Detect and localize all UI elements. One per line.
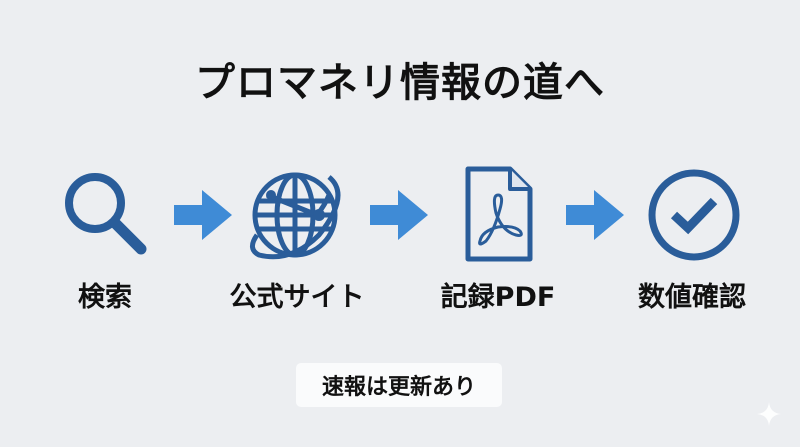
- step-label: 公式サイト: [229, 282, 365, 313]
- step-label: 記録PDF: [440, 282, 556, 313]
- step-search: 検索: [25, 165, 185, 314]
- step-number-check: 数値確認: [612, 165, 772, 314]
- page-title: プロマネリ情報の道へ: [195, 60, 605, 106]
- arrow-right-icon: [174, 190, 232, 240]
- step-label: 数値確認: [638, 282, 746, 313]
- sparkle-icon: [757, 402, 781, 426]
- check-circle-icon: [648, 169, 740, 261]
- update-note-badge: 速報は更新あり: [296, 363, 502, 407]
- pdf-document-icon: [465, 166, 533, 262]
- globe-icon: [250, 172, 341, 260]
- search-icon: [65, 173, 147, 255]
- step-pdf-record: 記録PDF: [418, 165, 578, 314]
- step-label: 検索: [78, 282, 132, 313]
- step-official-site: 公式サイト: [217, 165, 377, 314]
- arrow-right-icon: [370, 190, 428, 240]
- arrow-right-icon: [566, 190, 624, 240]
